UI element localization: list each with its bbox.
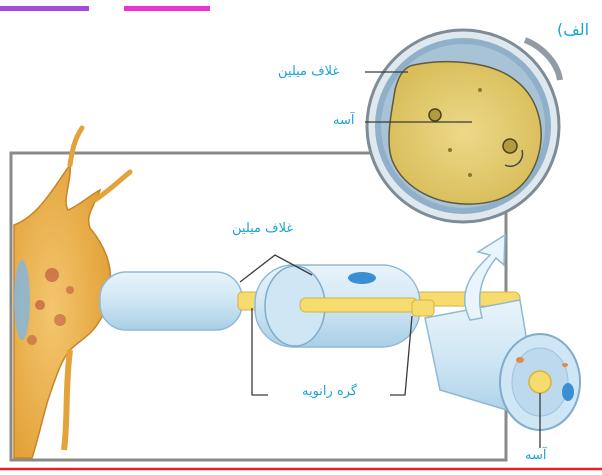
myelin-sheath-label: غلاف میلین xyxy=(232,222,293,235)
axon-label-bottom: آسه xyxy=(525,449,546,462)
top-bar-magenta xyxy=(124,6,210,11)
cross-section-circle xyxy=(367,30,560,222)
myelin-segment-2 xyxy=(255,265,420,347)
top-bar-purple xyxy=(0,6,89,11)
ranvier-node-label: گره رانویه xyxy=(302,385,357,398)
myelin-segment-3 xyxy=(425,300,580,430)
ranvier-node-2 xyxy=(412,300,434,316)
axon-label-circle: آسه xyxy=(333,114,354,127)
panel-label: الف) xyxy=(557,22,589,38)
myelin-segment-1 xyxy=(100,272,242,330)
myelin-sheath-label-top: غلاف میلین xyxy=(278,65,339,78)
